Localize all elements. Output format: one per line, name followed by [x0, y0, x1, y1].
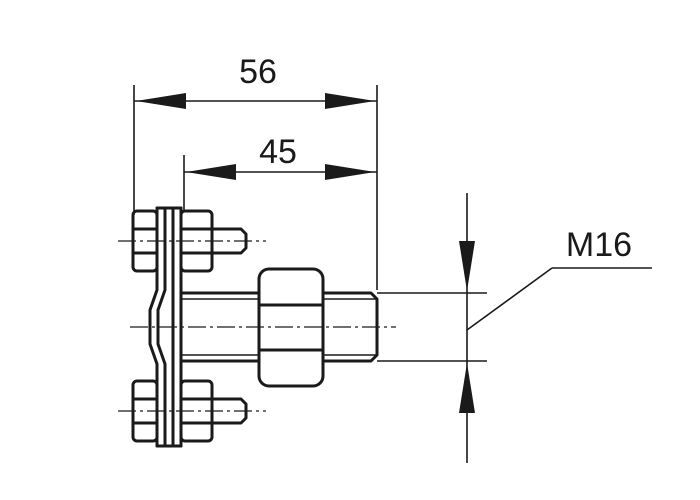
arrowhead-down [459, 241, 475, 291]
dimension-thread: M16 [377, 193, 652, 463]
dimension-45: 45 [183, 133, 377, 210]
thread-end [321, 291, 379, 363]
arrowhead-right [325, 93, 375, 109]
bolt-stub [210, 397, 248, 425]
hex-nut [257, 267, 325, 388]
arrowhead-left [186, 164, 236, 180]
lower-bolt [131, 379, 248, 443]
upper-bolt [131, 209, 248, 273]
arrowhead-right [325, 164, 375, 180]
nut [179, 209, 214, 273]
arrowhead-up [459, 363, 475, 413]
center-lines [118, 240, 396, 412]
dimension-56: 56 [133, 53, 378, 290]
bolt-stub [210, 227, 248, 255]
leader-line [466, 267, 553, 331]
dimension-label-56: 56 [239, 53, 277, 91]
bolt-head [131, 379, 159, 443]
dimension-label-45: 45 [259, 133, 297, 171]
arrowhead-left [136, 93, 186, 109]
thread-label-m16: M16 [566, 226, 632, 264]
main-stud [179, 291, 379, 363]
nut [179, 379, 214, 443]
bolt-head [131, 209, 159, 273]
